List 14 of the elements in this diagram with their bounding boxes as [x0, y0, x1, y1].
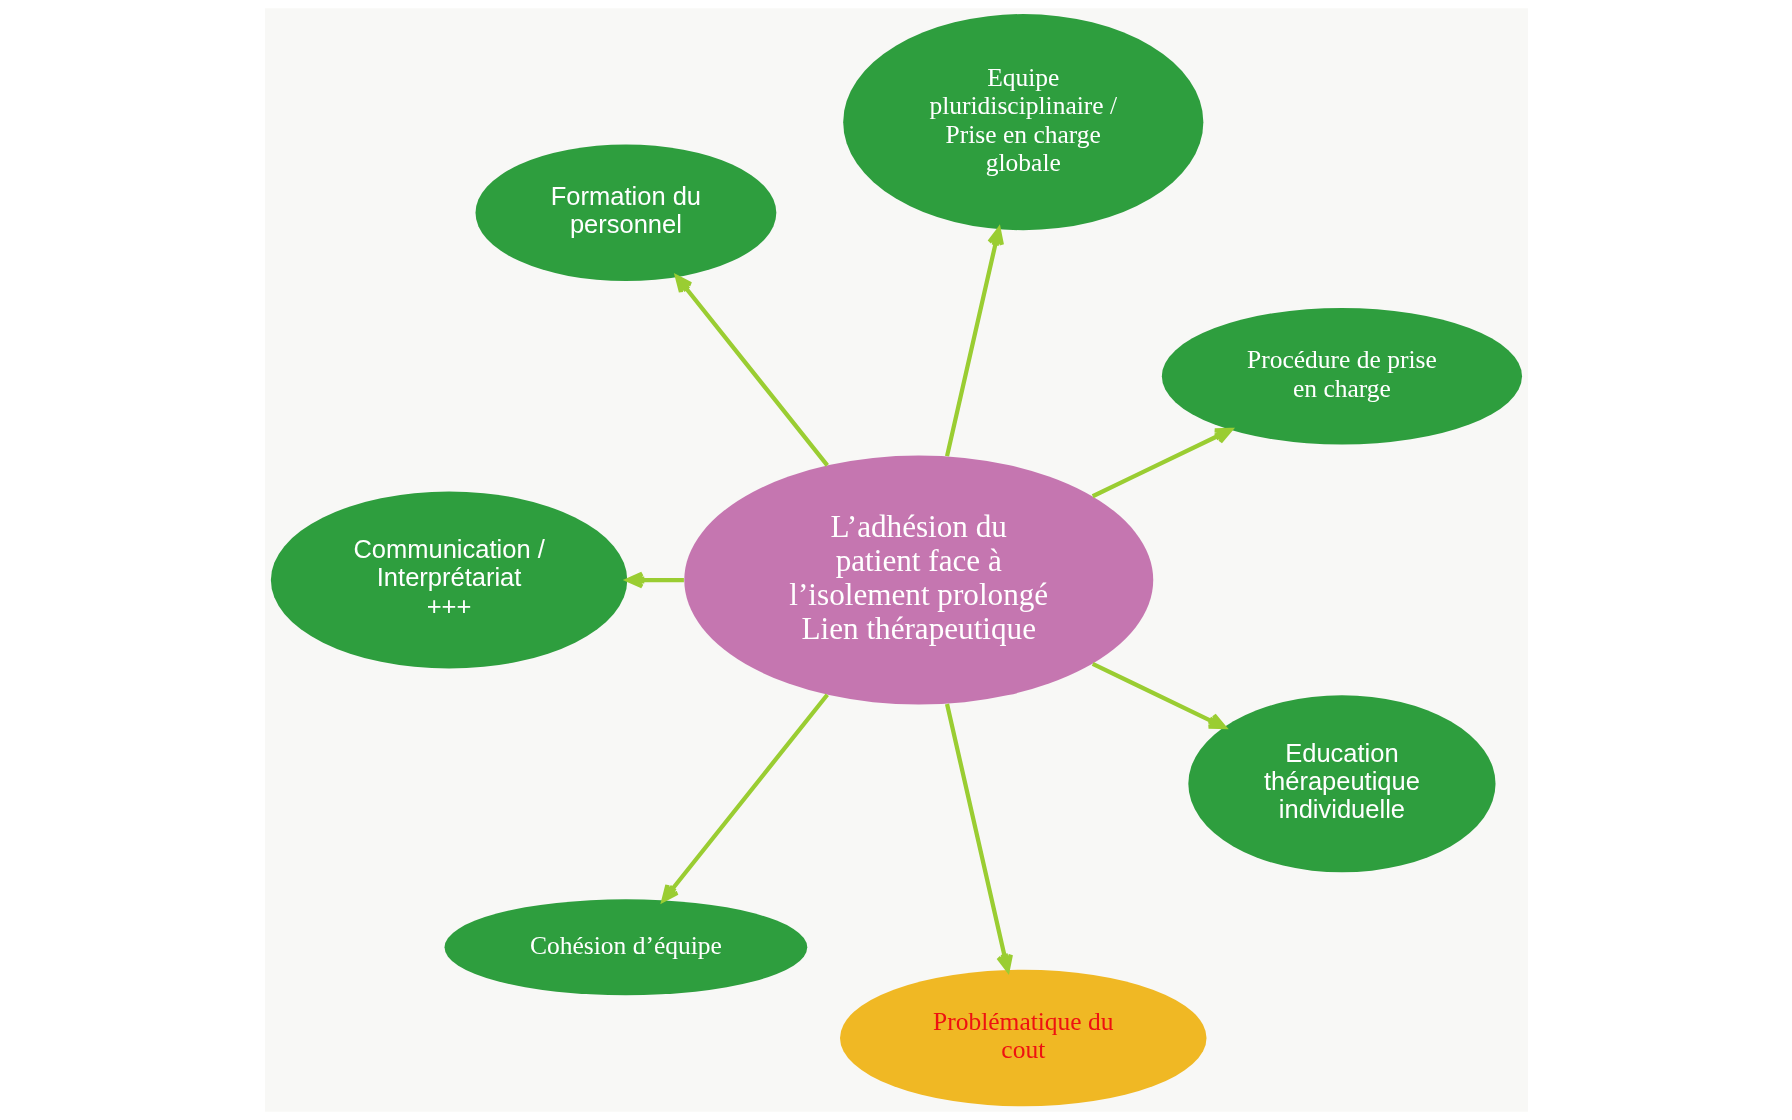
node-ellipse: Problématique du cout [839, 969, 1207, 1107]
node-ellipse: L’adhésion du patient face à l’isolement prolongé Lien thérapeutique [683, 455, 1153, 705]
arrow [1091, 661, 1226, 730]
node-ellipse: Education thérapeutique individuelle [1187, 695, 1496, 873]
arrow [625, 571, 684, 589]
node-ellipse: Formation du personnel [475, 144, 776, 282]
node-ellipse: Communication / Interprétariat +++ [270, 491, 627, 669]
arrow [1091, 427, 1232, 499]
node-ellipse: Cohésion d’équipe [444, 899, 807, 996]
arrow [660, 693, 829, 903]
arrow [944, 703, 1013, 973]
arrow [674, 274, 829, 467]
node-ellipse: Equipe pluridisciplinaire / Prise en charge globale [842, 14, 1203, 231]
arrow [944, 227, 1004, 457]
